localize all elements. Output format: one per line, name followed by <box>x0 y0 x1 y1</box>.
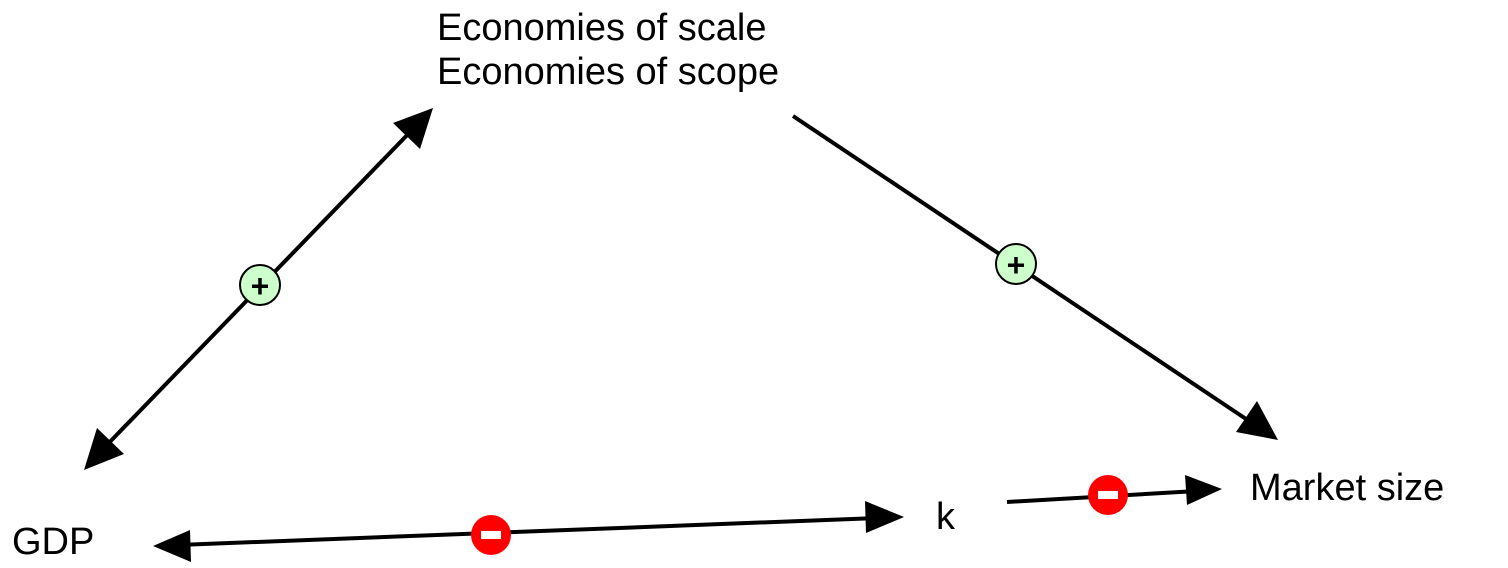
node-gdp: GDP <box>12 521 95 563</box>
sign-plus-left-text: + <box>251 268 270 304</box>
sign-minus-right-bar <box>1098 491 1118 499</box>
arrowhead-gdp-bottom <box>153 530 191 562</box>
arrowhead-market-bottom <box>1185 475 1222 505</box>
sign-plus-left: + <box>239 264 281 306</box>
link-economies-market <box>791 114 1278 440</box>
node-economies-scope: Economies of scope <box>437 51 780 93</box>
arrowhead-economies <box>393 108 433 149</box>
sign-plus-right-text: + <box>1007 247 1026 283</box>
node-economies: Economies of scale Economies of scope <box>437 6 779 94</box>
node-market-size: Market size <box>1250 467 1445 509</box>
arrowhead-market-top <box>1236 401 1278 440</box>
arrowhead-gdp <box>84 428 124 470</box>
arrowhead-k <box>865 501 904 533</box>
sign-minus-bottom-bar <box>481 531 501 539</box>
link-gdp-k <box>153 501 904 562</box>
sign-minus-bottom <box>471 515 511 555</box>
node-k: k <box>936 496 955 538</box>
sign-minus-right <box>1088 475 1128 515</box>
node-economies-scale: Economies of scale <box>437 7 767 49</box>
sign-plus-right: + <box>995 243 1037 285</box>
